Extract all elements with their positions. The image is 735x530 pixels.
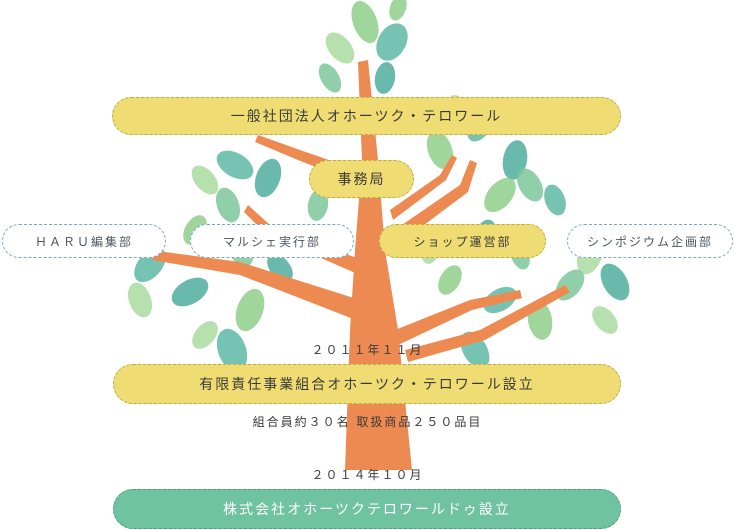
leaf — [127, 282, 153, 318]
secretariat-label: 事務局 — [337, 172, 386, 188]
department-label: シンポジウム企画部 — [586, 234, 713, 249]
history-date-2011: ２０１１年１１月 — [311, 343, 424, 357]
association-pill: 一般社団法人オホーツク・テロワール — [112, 97, 621, 135]
leaf — [191, 165, 219, 195]
leaf — [351, 0, 379, 44]
leaf — [426, 130, 454, 170]
association-label: 一般社団法人オホーツク・テロワール — [230, 109, 503, 125]
leaf — [235, 288, 265, 332]
company-label: 株式会社オホーツクテロワールドゥ設立 — [223, 502, 511, 518]
department-marche: マルシェ実行部 — [190, 224, 354, 258]
department-symposium: シンポジウム企画部 — [567, 224, 733, 258]
department-label: ショップ運営部 — [413, 234, 512, 249]
leaf — [376, 23, 408, 61]
leaf — [484, 177, 516, 213]
leaf — [318, 63, 342, 93]
leaf — [544, 184, 566, 216]
leaf — [592, 306, 618, 334]
leaf — [192, 321, 218, 349]
leaf — [600, 263, 630, 301]
secretariat-pill: 事務局 — [309, 160, 414, 198]
department-shop: ショップ運営部 — [379, 224, 546, 258]
company-pill: 株式会社オホーツクテロワールドゥ設立 — [113, 489, 621, 529]
llp-detail: 組合員約３０名 取扱商品２５０品目 — [252, 415, 483, 429]
leaf — [215, 187, 241, 223]
leaf — [438, 265, 462, 295]
leaf — [171, 277, 209, 307]
llp-pill: 有限責任事業組合オホーツク・テロワール設立 — [113, 364, 621, 404]
department-haru: ＨＡＲＵ編集部 — [2, 224, 166, 258]
leaf — [216, 150, 254, 180]
leaf — [216, 328, 248, 372]
department-label: マルシェ実行部 — [222, 234, 321, 249]
llp-label: 有限責任事業組合オホーツク・テロワール設立 — [199, 377, 535, 393]
leaf — [325, 32, 355, 64]
leaf — [374, 62, 396, 94]
department-label: ＨＡＲＵ編集部 — [34, 234, 133, 249]
leaf — [516, 168, 544, 202]
leaf — [254, 158, 282, 198]
history-date-2014: ２０１４年１０月 — [311, 468, 424, 482]
leaf — [389, 0, 407, 21]
